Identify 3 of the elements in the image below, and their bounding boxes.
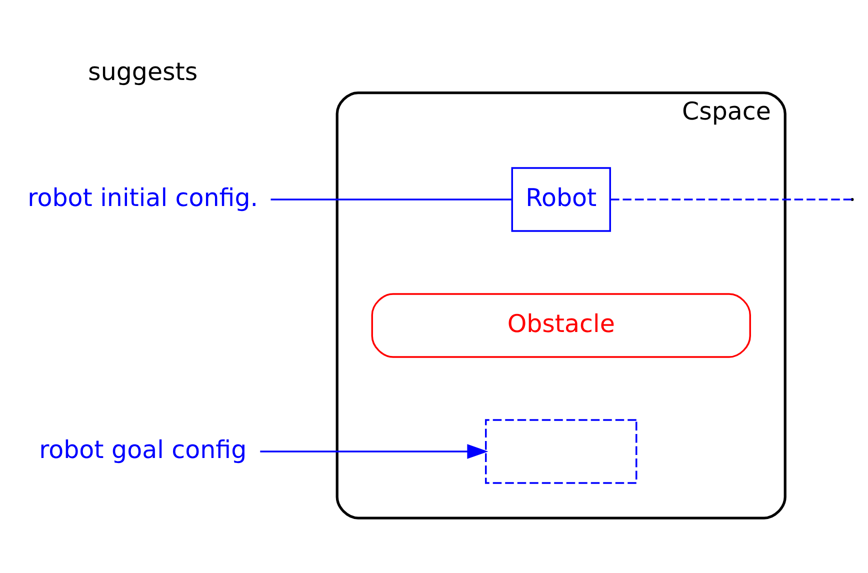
node-text: robot goal config bbox=[39, 434, 247, 464]
node-text: robot initial config. bbox=[28, 182, 258, 212]
label: suggests bbox=[88, 56, 198, 86]
